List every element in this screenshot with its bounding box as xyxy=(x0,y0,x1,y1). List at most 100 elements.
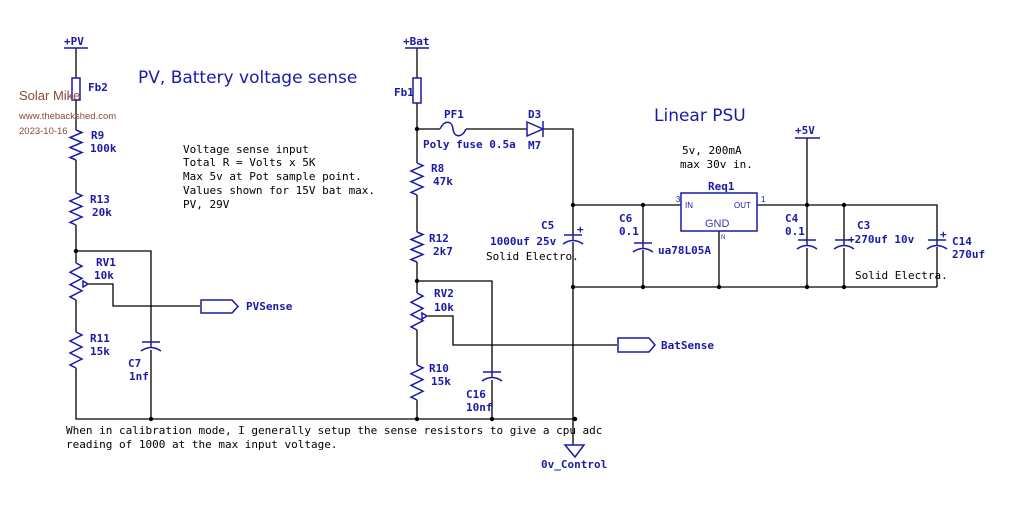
watermark-date: 2023-10-16 xyxy=(19,126,68,137)
net-label-pvsense-text: PVSense xyxy=(246,300,293,313)
c3-value: +270uf 10v xyxy=(848,233,915,246)
pf1-ref: PF1 xyxy=(444,108,464,121)
c14-plus: + xyxy=(940,228,947,241)
fb1-ref: Fb1 xyxy=(394,86,414,99)
rv2-ref: RV2 xyxy=(434,287,454,300)
ground-symbol: 0v_Control xyxy=(541,444,607,471)
c5-ref: C5 xyxy=(541,219,554,232)
psu-note-line: max 30v in. xyxy=(680,158,753,171)
c5-plus: + xyxy=(577,223,584,236)
c6-ref: C6 xyxy=(619,212,633,225)
r11-value: 15k xyxy=(90,345,110,358)
net-label-batsense-text: BatSense xyxy=(661,339,714,352)
ground-label: 0v_Control xyxy=(541,458,607,471)
rv1-value: 10k xyxy=(94,269,114,282)
c6-value: 0.1 xyxy=(619,225,639,238)
r13-ref: R13 xyxy=(90,193,110,206)
reg1-part: ua78L05A xyxy=(658,244,711,257)
sense-note-line: PV, 29V xyxy=(183,198,230,211)
reg1-pin1: 1 xyxy=(761,195,766,204)
rv1-ref: RV1 xyxy=(96,256,116,269)
capacitor-c5 xyxy=(562,234,584,245)
section-title-psu: Linear PSU xyxy=(654,106,746,126)
c14-ref: C14 xyxy=(952,235,972,248)
r9-value: 100k xyxy=(90,142,117,155)
sense-note-line: Voltage sense input xyxy=(183,143,309,156)
d3-ref: D3 xyxy=(528,108,541,121)
power-port-pv-label: +PV xyxy=(64,35,84,48)
reg1-pin-gnd: GND xyxy=(705,218,730,230)
resistor-r13 xyxy=(68,192,84,226)
power-port-bat-label: +Bat xyxy=(403,35,430,48)
capacitor-c3 xyxy=(833,239,855,250)
r12-ref: R12 xyxy=(429,232,449,245)
watermark-site: www.thebackshed.com xyxy=(18,111,116,122)
capacitor-c7 xyxy=(140,341,162,352)
r10-value: 15k xyxy=(431,375,451,388)
r10-ref: R10 xyxy=(429,362,449,375)
wiper-arrow-rv2 xyxy=(421,311,429,321)
c7-value: 1nf xyxy=(129,370,149,383)
c4-ref: C4 xyxy=(785,212,799,225)
diode-d3 xyxy=(526,120,545,138)
section-title-sense: PV, Battery voltage sense xyxy=(138,68,357,88)
r13-value: 20k xyxy=(92,206,112,219)
resistor-r8 xyxy=(409,162,425,196)
sense-note-line: Values shown for 15V bat max. xyxy=(183,184,375,197)
calibration-note-line: When in calibration mode, I generally se… xyxy=(66,424,602,437)
r11-ref: R11 xyxy=(90,332,110,345)
c7-ref: C7 xyxy=(128,357,141,370)
resistor-r10 xyxy=(409,364,425,401)
reg1-pin-in: IN xyxy=(685,201,693,210)
power-port-5v: +5V xyxy=(795,124,820,139)
sense-note-line: Total R = Volts x 5K xyxy=(183,156,316,169)
r8-ref: R8 xyxy=(431,162,444,175)
polyfuse-pf1 xyxy=(439,121,467,137)
c3-ref: C3 xyxy=(857,219,870,232)
calibration-note-line: reading of 1000 at the max input voltage… xyxy=(66,438,338,451)
c16-value: 10nf xyxy=(466,401,493,414)
r8-value: 47k xyxy=(433,175,453,188)
wires xyxy=(75,48,938,445)
power-port-5v-label: +5V xyxy=(795,124,815,137)
r9-ref: R9 xyxy=(91,129,104,142)
c14-value: 270uf xyxy=(952,248,985,261)
c16-ref: C16 xyxy=(466,388,486,401)
components xyxy=(68,129,948,401)
reg1-ref: Req1 xyxy=(708,180,735,193)
pf1-value: Poly fuse 0.5a xyxy=(423,138,516,151)
potentiometer-rv1 xyxy=(68,262,84,301)
c5-note: Solid Electro. xyxy=(486,250,579,263)
reg1-pin-out: OUT xyxy=(734,201,751,210)
c5-value: 1000uf 25v xyxy=(490,235,557,248)
resistor-r9 xyxy=(68,129,84,161)
capacitor-c6 xyxy=(632,242,654,253)
power-port-pv: +PV xyxy=(64,35,88,49)
power-port-bat: +Bat xyxy=(403,35,430,49)
fb2-ref: Fb2 xyxy=(88,81,108,94)
wiper-arrow-rv1 xyxy=(82,279,90,289)
ferrite-bead-fb1 xyxy=(412,77,422,104)
net-label-batsense: BatSense xyxy=(617,337,714,353)
c3-note: Solid Electra. xyxy=(855,269,948,282)
potentiometer-rv2 xyxy=(409,292,425,331)
sense-note-line: Max 5v at Pot sample point. xyxy=(183,170,362,183)
watermark: Solar Mike www.thebackshed.com 2023-10-1… xyxy=(18,88,116,137)
resistor-r12 xyxy=(409,231,425,263)
capacitor-c16 xyxy=(481,371,503,382)
psu-note-line: 5v, 200mA xyxy=(682,144,742,157)
net-label-pvsense: PVSense xyxy=(200,299,293,314)
rv2-value: 10k xyxy=(434,301,454,314)
r12-value: 2k7 xyxy=(433,245,453,258)
capacitor-c14 xyxy=(926,239,948,250)
reg1-pin3: 3 xyxy=(676,195,681,204)
watermark-author: Solar Mike xyxy=(19,88,80,103)
ferrite-bead-fb2 xyxy=(71,77,81,101)
resistor-r11 xyxy=(68,331,84,369)
junction-dots xyxy=(73,126,847,422)
capacitor-c4 xyxy=(796,239,818,250)
reg1-pin2: N xyxy=(721,235,725,241)
d3-value: M7 xyxy=(528,139,541,152)
regulator-reg1 xyxy=(680,192,758,232)
